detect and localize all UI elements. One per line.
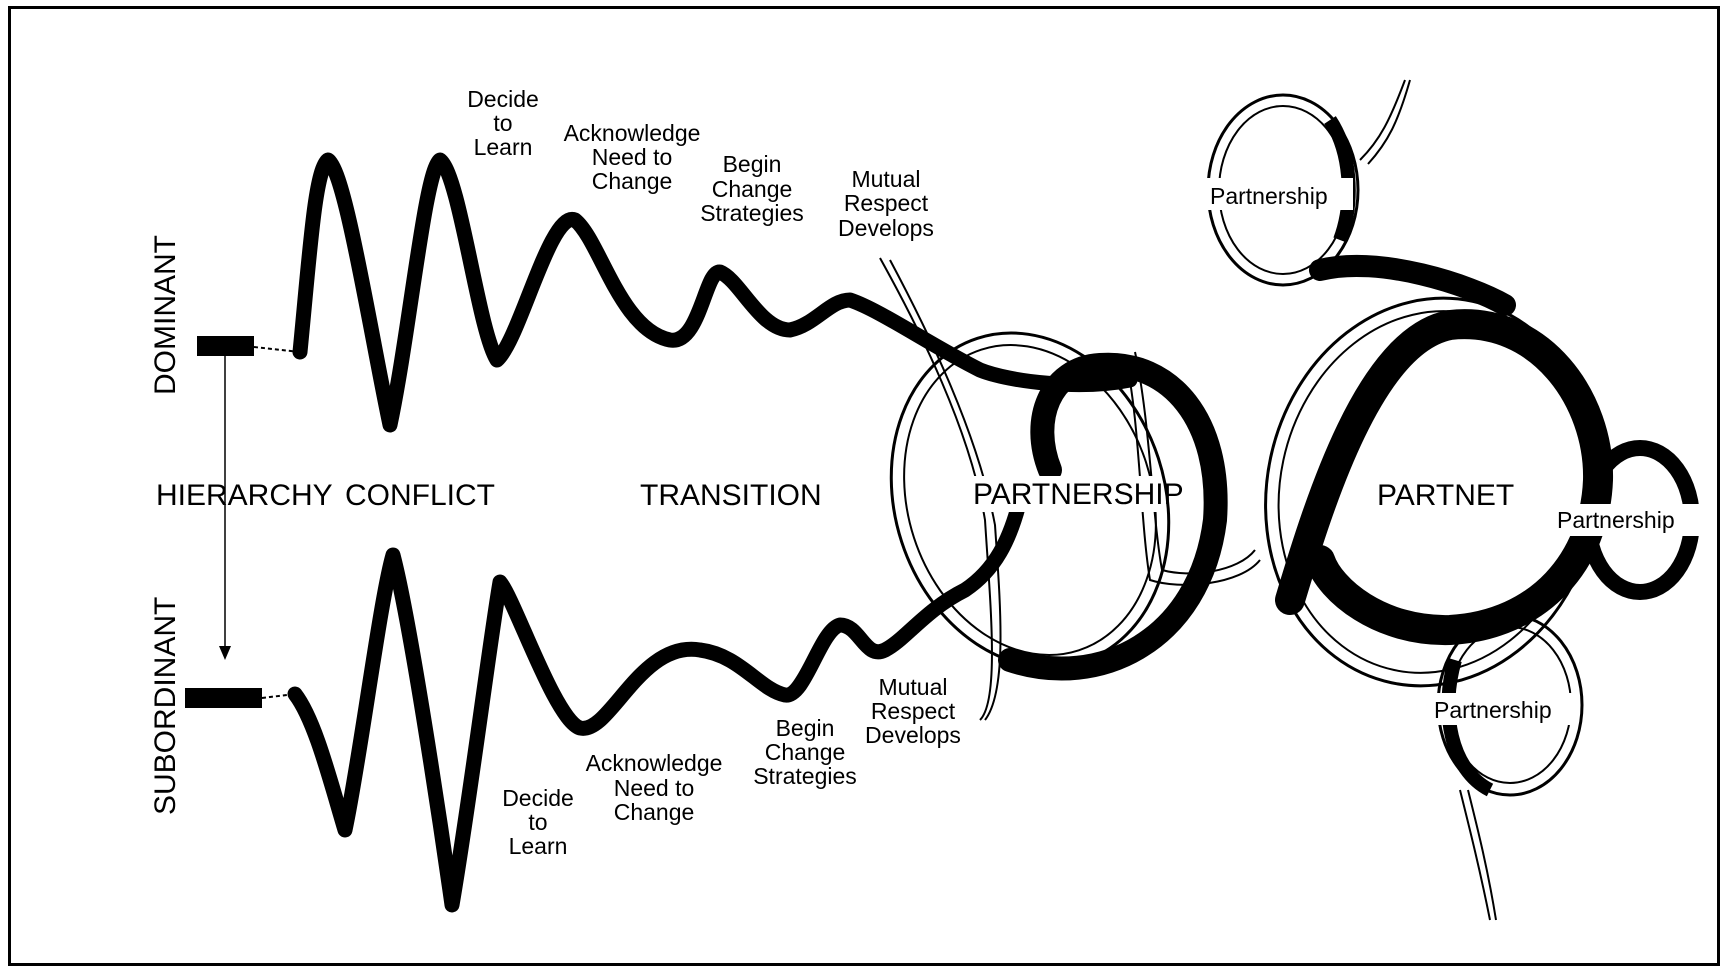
bottom-annotation-mutual: Mutual Respect Develops xyxy=(865,674,961,748)
subordinant-wave xyxy=(287,492,1028,913)
subordinant-block xyxy=(185,688,262,708)
satellite-label-top: Partnership xyxy=(1210,183,1328,209)
svg-text:Learn: Learn xyxy=(509,833,568,859)
stage-partnership: PARTNERSHIP xyxy=(973,478,1184,511)
label-backdrop-bottom xyxy=(1430,693,1578,725)
svg-text:Decide: Decide xyxy=(502,785,574,811)
svg-text:Decide: Decide xyxy=(467,86,539,112)
dominant-label: DOMINANT xyxy=(149,235,182,395)
satellite-label-bottom: Partnership xyxy=(1434,697,1552,723)
subordinant-label: SUBORDINANT xyxy=(149,597,182,815)
stage-conflict: CONFLICT xyxy=(345,479,495,512)
svg-text:Strategies: Strategies xyxy=(700,200,804,226)
satellite-loop-bottom xyxy=(1436,613,1584,921)
label-backdrop-top xyxy=(1205,178,1353,210)
bottom-annotation-begin: Begin Change Strategies xyxy=(753,715,857,789)
bottom-annotation-decide: Decide to Learn xyxy=(502,785,574,859)
svg-text:Develops: Develops xyxy=(865,722,961,748)
svg-text:Need to: Need to xyxy=(614,775,695,801)
svg-text:Begin: Begin xyxy=(723,151,782,177)
svg-text:Acknowledge: Acknowledge xyxy=(564,120,701,146)
stage-hierarchy: HIERARCHY xyxy=(156,479,333,512)
partnership-loop xyxy=(879,257,1261,721)
svg-text:Mutual: Mutual xyxy=(878,674,947,700)
svg-text:Respect: Respect xyxy=(871,698,956,724)
label-backdrop-partnership xyxy=(973,476,1157,512)
dominant-connector xyxy=(253,346,301,353)
figure-frame xyxy=(8,6,1720,966)
svg-text:Change: Change xyxy=(712,176,793,202)
svg-text:Begin: Begin xyxy=(776,715,835,741)
top-annotation-acknowledge: Acknowledge Need to Change xyxy=(564,120,701,194)
svg-text:Learn: Learn xyxy=(474,134,533,160)
top-annotation-begin: Begin Change Strategies xyxy=(700,151,804,226)
svg-text:to: to xyxy=(493,110,512,136)
stage-transition: TRANSITION xyxy=(640,479,822,512)
svg-text:Change: Change xyxy=(765,739,846,765)
satellite-label-right: Partnership xyxy=(1557,507,1675,533)
top-annotation-decide: Decide to Learn xyxy=(467,86,539,160)
svg-text:to: to xyxy=(528,809,547,835)
bottom-annotation-acknowledge: Acknowledge Need to Change xyxy=(586,750,723,825)
stage-partnet: PARTNET xyxy=(1377,479,1514,512)
subordinant-connector xyxy=(261,693,296,699)
svg-text:Change: Change xyxy=(614,799,695,825)
dominant-wave xyxy=(292,152,1138,433)
svg-text:Mutual: Mutual xyxy=(851,166,920,192)
svg-text:Change: Change xyxy=(592,168,673,194)
svg-text:Acknowledge: Acknowledge xyxy=(586,750,723,776)
label-backdrop-right xyxy=(1555,504,1701,536)
hierarchy-arrow-head xyxy=(219,646,231,660)
svg-text:Develops: Develops xyxy=(838,215,934,241)
svg-text:Need to: Need to xyxy=(592,144,673,170)
dominant-block xyxy=(197,336,254,356)
svg-text:Respect: Respect xyxy=(844,190,929,216)
svg-text:Strategies: Strategies xyxy=(753,763,857,789)
top-annotation-mutual: Mutual Respect Develops xyxy=(838,166,934,241)
